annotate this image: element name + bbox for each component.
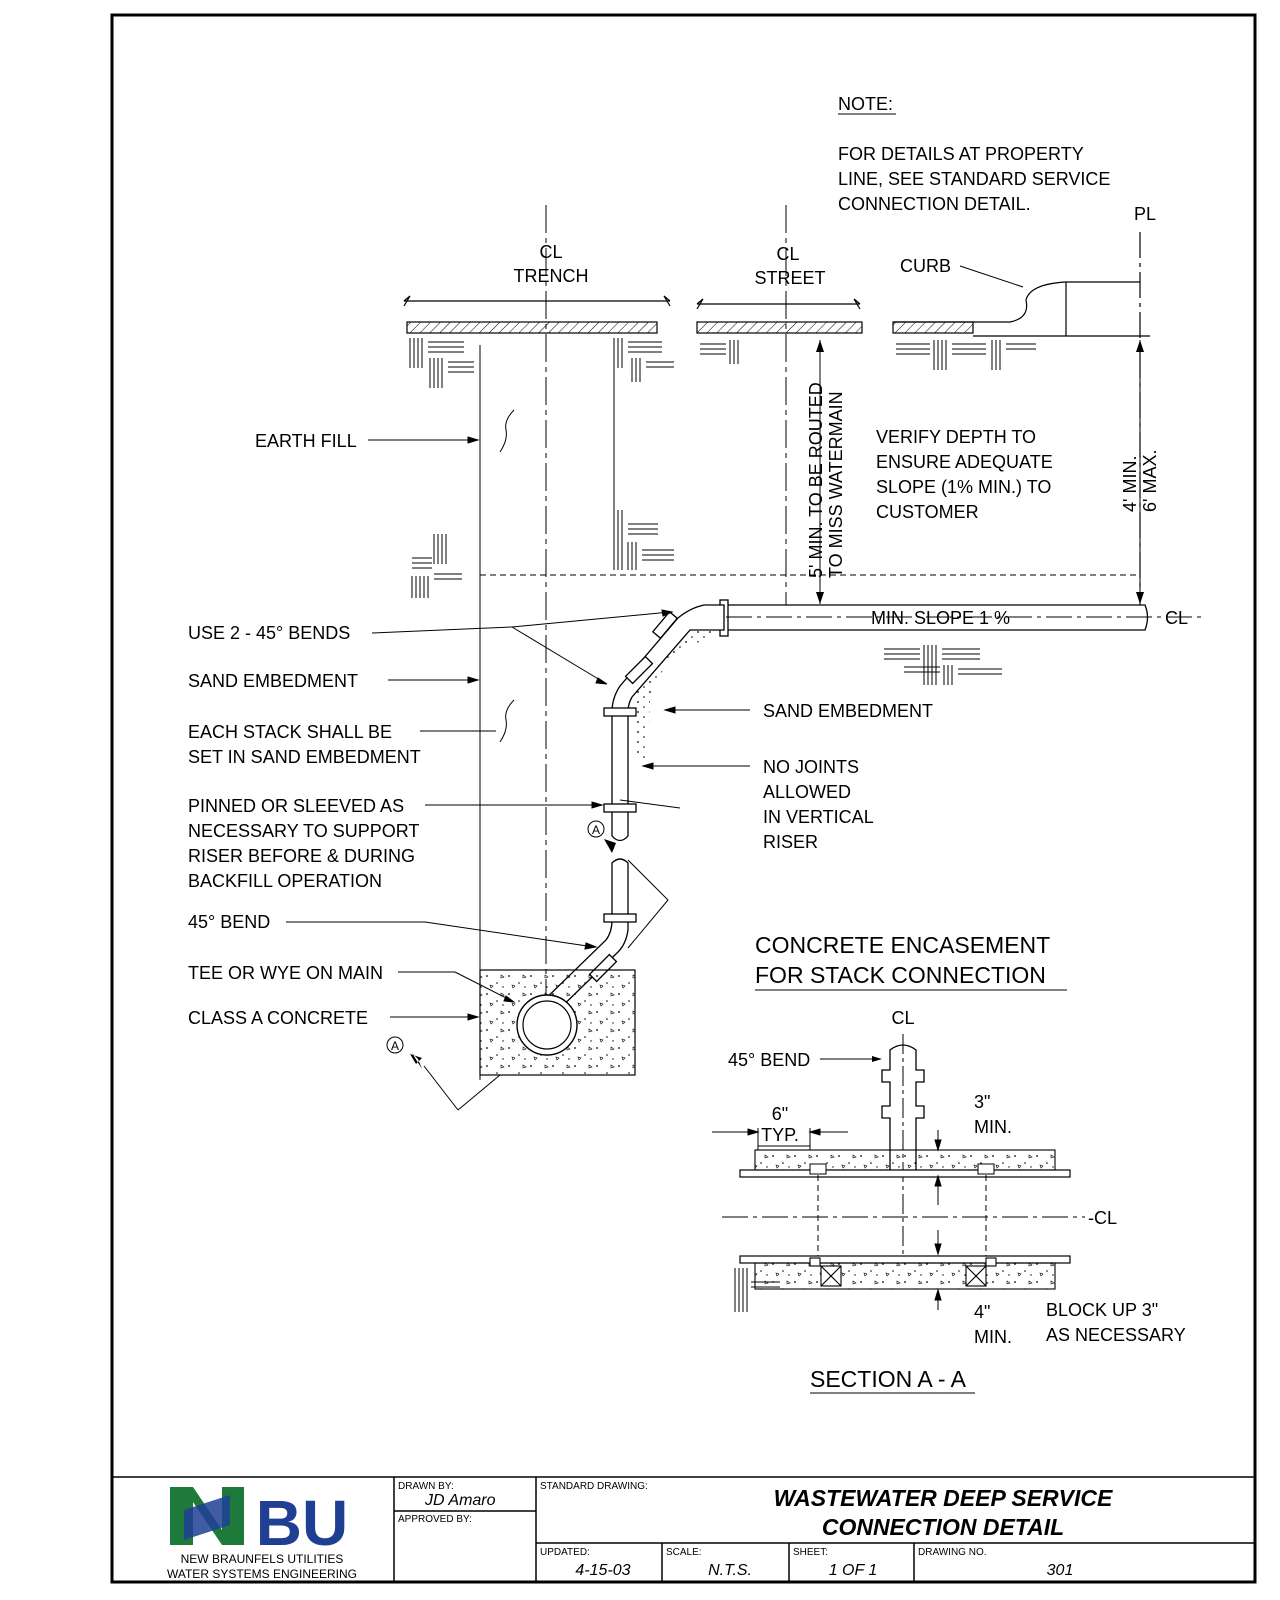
section-earth-symbol — [734, 1268, 780, 1312]
verify-depth-1: VERIFY DEPTH TO — [876, 427, 1036, 447]
cl-trench-label-2: TRENCH — [514, 266, 589, 286]
pin-line — [619, 799, 681, 809]
five-min-label-1: 5' MIN. TO BE ROUTED — [806, 382, 826, 578]
typ-label-1: 6" — [772, 1104, 788, 1124]
verify-depth-2: ENSURE ADEQUATE — [876, 452, 1053, 472]
curb-label: CURB — [900, 256, 951, 276]
updated-caption: UPDATED: — [540, 1547, 590, 1558]
pl-label: PL — [1134, 204, 1156, 224]
section-marker-upper: A — [587, 820, 616, 853]
pinned-label-3: RISER BEFORE & DURING — [188, 846, 415, 866]
section-cl-right: -CL — [1088, 1208, 1117, 1228]
block-up-1: BLOCK UP 3" — [1046, 1300, 1158, 1320]
logo-bu: BU — [256, 1487, 348, 1559]
pinned-label-4: BACKFILL OPERATION — [188, 871, 382, 891]
note-block: NOTE: FOR DETAILS AT PROPERTY LINE, SEE … — [838, 94, 1110, 214]
section-cl-top: CL — [891, 1008, 914, 1028]
four-min-1: 4" — [974, 1302, 990, 1322]
no-joints-label-3: IN VERTICAL — [763, 807, 874, 827]
pinned-label-1: PINNED OR SLEEVED AS — [188, 796, 404, 816]
pinned-label-2: NECESSARY TO SUPPORT — [188, 821, 419, 841]
org-line-1: NEW BRAUNFELS UTILITIES — [181, 1552, 344, 1566]
encasement-title-1: CONCRETE ENCASEMENT — [755, 932, 1050, 958]
five-min-label-2: TO MISS WATERMAIN — [826, 391, 846, 578]
note-line-1: FOR DETAILS AT PROPERTY — [838, 144, 1084, 164]
sand-embedment-left-label: SAND EMBEDMENT — [188, 671, 358, 691]
section-bend-label: 45° BEND — [728, 1050, 810, 1070]
drawn-by-value: JD Amaro — [424, 1492, 496, 1509]
standard-caption: STANDARD DRAWING: — [540, 1481, 648, 1492]
break-symbol-2 — [499, 699, 515, 743]
each-stack-label-1: EACH STACK SHALL BE — [188, 722, 392, 742]
section-title: SECTION A - A — [810, 1366, 967, 1392]
title-block — [112, 1476, 1255, 1582]
four-min-2: MIN. — [974, 1327, 1012, 1347]
depth-max-label: 6' MAX. — [1140, 450, 1160, 512]
note-line-2: LINE, SEE STANDARD SERVICE — [838, 169, 1110, 189]
main-pipe-inner — [522, 1000, 572, 1050]
sand-embedment-area — [634, 618, 1140, 760]
scale-value: N.T.S. — [708, 1562, 752, 1579]
tee-wye-label: TEE OR WYE ON MAIN — [188, 963, 383, 983]
lower-pipe-wall — [739, 1255, 1071, 1264]
drawn-by-caption: DRAWN BY: — [398, 1481, 454, 1492]
block-ups — [809, 1257, 997, 1287]
section-marker-lower: A — [386, 1036, 501, 1111]
no-joints-label-1: NO JOINTS — [763, 757, 859, 777]
approved-by-caption: APPROVED BY: — [398, 1514, 472, 1525]
note-line-3: CONNECTION DETAIL. — [838, 194, 1031, 214]
svg-text:A: A — [391, 1039, 399, 1053]
sand-embedment-right-label: SAND EMBEDMENT — [763, 701, 933, 721]
drawing-no-value: 301 — [1047, 1562, 1074, 1579]
section-dimensions — [712, 1128, 942, 1310]
no-joints-label-2: ALLOWED — [763, 782, 851, 802]
curb-leader — [959, 265, 1024, 288]
block-up-2: AS NECESSARY — [1046, 1325, 1186, 1345]
nbu-logo: BU NEW BRAUNFELS UTILITIES WATER SYSTEMS… — [167, 1487, 357, 1581]
typ-label-2: TYP. — [761, 1125, 799, 1145]
drawing-title-1: WASTEWATER DEEP SERVICE — [774, 1485, 1113, 1511]
verify-depth-4: CUSTOMER — [876, 502, 979, 522]
updated-value: 4-15-03 — [575, 1562, 630, 1579]
earth-fill-label: EARTH FILL — [255, 431, 357, 451]
cl-trench-label-1: CL — [539, 242, 562, 262]
three-min-2: MIN. — [974, 1117, 1012, 1137]
verify-depth-3: SLOPE (1% MIN.) TO — [876, 477, 1051, 497]
svg-text:A: A — [592, 823, 600, 837]
org-line-2: WATER SYSTEMS ENGINEERING — [167, 1567, 357, 1581]
class-a-label: CLASS A CONCRETE — [188, 1008, 368, 1028]
cl-street-label-1: CL — [776, 244, 799, 264]
upper-bends — [603, 604, 725, 842]
encasement-title-2: FOR STACK CONNECTION — [755, 962, 1046, 988]
sheet-value: 1 OF 1 — [829, 1562, 878, 1579]
lower-encasement-slab — [754, 1262, 1056, 1290]
drawing-title-2: CONNECTION DETAIL — [822, 1514, 1064, 1540]
sheet-caption: SHEET: — [793, 1547, 828, 1558]
drawing-no-caption: DRAWING NO. — [918, 1547, 987, 1558]
section-cut-lines — [627, 859, 669, 949]
sheet-border — [110, 13, 1257, 1584]
note-heading: NOTE: — [838, 94, 893, 114]
cl-street-label-2: STREET — [754, 268, 825, 288]
depth-min-label: 4' MIN. — [1120, 456, 1140, 512]
min-slope-label: MIN. SLOPE 1 % — [871, 608, 1010, 628]
break-symbol — [499, 409, 515, 453]
upper-pipe-wall — [739, 1169, 1071, 1178]
pavement-sections — [403, 281, 1150, 337]
no-joints-label-4: RISER — [763, 832, 818, 852]
use-bends-label: USE 2 - 45° BENDS — [188, 623, 350, 643]
cl-main-label: CL — [1165, 608, 1188, 628]
bend-45-label: 45° BEND — [188, 912, 270, 932]
each-stack-label-2: SET IN SAND EMBEDMENT — [188, 747, 421, 767]
scale-caption: SCALE: — [666, 1547, 702, 1558]
three-min-1: 3" — [974, 1092, 990, 1112]
upper-encasement-slab — [754, 1149, 1056, 1171]
